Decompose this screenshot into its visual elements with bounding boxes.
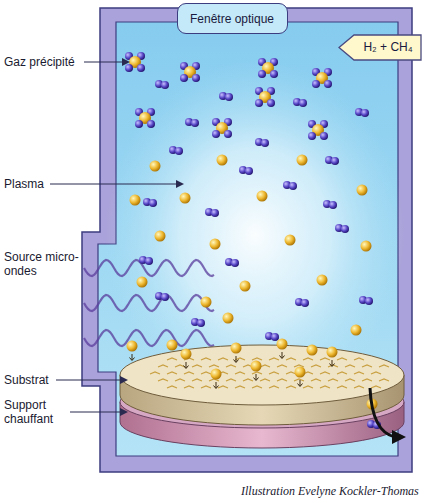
label-text: Plasma bbox=[4, 177, 44, 191]
part-label: Gaz précipité bbox=[4, 55, 84, 69]
part-label: Support chauffant bbox=[4, 398, 68, 427]
part-label: Source micro-ondes bbox=[4, 250, 80, 279]
label-text: Gaz précipité bbox=[4, 55, 75, 69]
part-label: Substrat bbox=[4, 373, 56, 387]
label-text: Substrat bbox=[4, 373, 49, 387]
optical-window-tab: Fenêtre optique bbox=[177, 3, 288, 34]
part-label: Plasma bbox=[4, 177, 50, 191]
label-text: Support chauffant bbox=[4, 398, 53, 426]
credit-line: Illustration Evelyne Kockler-Thomas bbox=[241, 484, 419, 498]
node-text: H₂ + CH₄ bbox=[362, 40, 414, 54]
label-text: Illustration Evelyne Kockler-Thomas bbox=[241, 484, 419, 498]
gas-inlet-arrow: H₂ + CH₄ bbox=[338, 34, 422, 61]
node-text: Fenêtre optique bbox=[190, 12, 275, 26]
label-text: Source micro-ondes bbox=[4, 250, 79, 278]
